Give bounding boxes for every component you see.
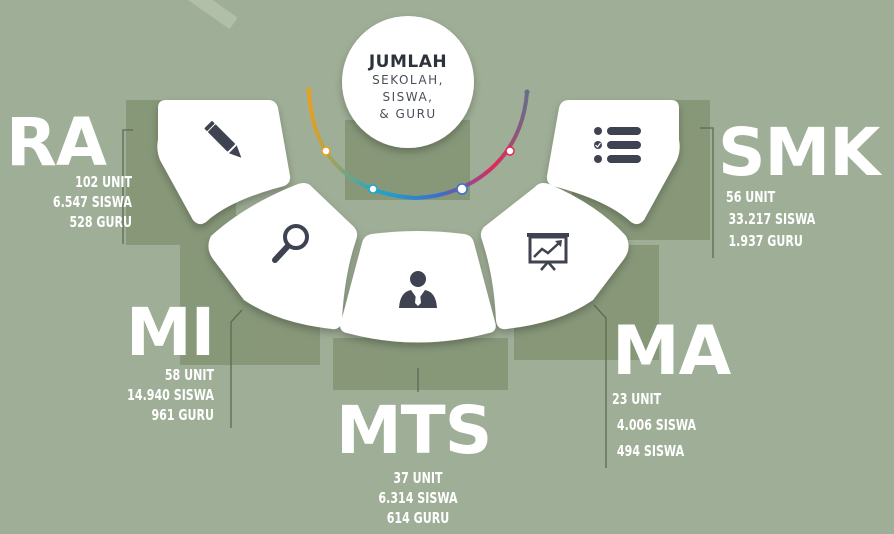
center-title-line4: & GURU (379, 107, 437, 121)
stat-siswa: 4.006 SISWA (616, 416, 697, 434)
stat-guru: 614 GURU (386, 509, 450, 527)
stats-ma: 23 UNIT 4.006 SISWA 494 SISWA (612, 386, 727, 464)
stats-mi: 58 UNIT 14.940 SISWA 961 GURU (104, 365, 214, 425)
watermark-streak (155, 0, 238, 30)
stat-guru: 1.937 GURU (728, 232, 803, 250)
stat-siswa: 6.547 SISWA (52, 193, 132, 211)
stat-unit: 23 UNIT (612, 390, 662, 408)
stat-unit: 37 UNIT (393, 469, 443, 487)
stat-guru: 494 SISWA (616, 442, 685, 460)
stats-ra: 102 UNIT 6.547 SISWA 528 GURU (24, 172, 132, 232)
card-ra[interactable] (157, 100, 291, 225)
center-title-line2: SEKOLAH, (372, 73, 444, 87)
checklist-icon (594, 127, 641, 163)
stat-guru: 528 GURU (69, 213, 132, 231)
bracket-lines (122, 127, 714, 468)
stat-unit: 102 UNIT (75, 173, 132, 191)
stat-siswa: 14.940 SISWA (127, 386, 214, 404)
label-mts: MTS (336, 392, 492, 469)
label-ra: RA (6, 104, 107, 181)
center-title-main: JUMLAH (368, 52, 448, 72)
person-icon (399, 271, 437, 308)
center-circle (342, 16, 474, 148)
pencil-icon (204, 121, 242, 158)
center-title-line3: SISWA, (382, 90, 434, 104)
card-ma[interactable] (480, 183, 629, 330)
arc-dots (306, 87, 530, 195)
presentation-chart-icon (527, 233, 569, 271)
card-mi[interactable] (208, 183, 358, 330)
search-icon (272, 224, 309, 263)
stat-unit: 56 UNIT (726, 188, 776, 206)
stats-mts: 37 UNIT 6.314 SISWA 614 GURU (354, 468, 482, 528)
label-mi: MI (126, 294, 215, 371)
label-ma: MA (612, 312, 731, 391)
stat-siswa: 6.314 SISWA (378, 489, 458, 507)
stat-guru: 961 GURU (151, 406, 214, 424)
label-smk: SMK (718, 114, 880, 191)
stat-unit: 58 UNIT (164, 366, 214, 384)
center-title: JUMLAH SEKOLAH, SISWA, & GURU (343, 18, 473, 148)
stat-siswa: 33.217 SISWA (728, 210, 816, 228)
stats-smk: 56 UNIT 33.217 SISWA 1.937 GURU (726, 186, 841, 252)
